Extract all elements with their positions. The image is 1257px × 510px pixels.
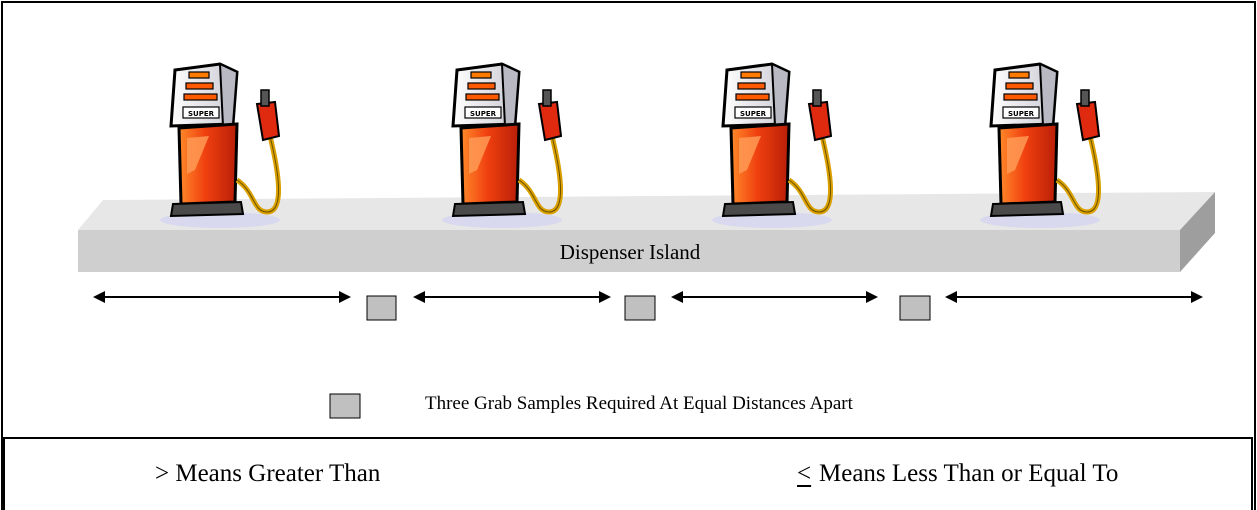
pump-sign-label: SUPER xyxy=(188,110,215,118)
pump-sign-label: SUPER xyxy=(470,110,497,118)
distance-arrow xyxy=(671,291,878,303)
grab-sample-marker xyxy=(366,295,397,321)
legend-sample-marker xyxy=(329,393,361,419)
distance-arrow xyxy=(93,291,351,303)
pump-sign-label: SUPER xyxy=(740,110,767,118)
distance-arrow xyxy=(413,291,611,303)
pump-sign-label: SUPER xyxy=(1008,110,1035,118)
greater-than-key: > Means Greater Than xyxy=(155,460,380,488)
grab-sample-marker xyxy=(624,295,656,321)
less-equal-text: Means Less Than or Equal To xyxy=(819,460,1119,487)
dispenser-island xyxy=(78,192,1215,272)
greater-than-text: Means Greater Than xyxy=(175,460,381,487)
less-equal-key: < Means Less Than or Equal To xyxy=(797,460,1118,488)
grab-sample-marker xyxy=(899,295,931,321)
greater-than-symbol: > xyxy=(155,460,170,487)
symbol-key-box xyxy=(3,437,1253,510)
legend-text: Three Grab Samples Required At Equal Dis… xyxy=(425,393,853,414)
dispenser-island-label: Dispenser Island xyxy=(559,240,701,264)
distance-arrow xyxy=(945,291,1203,303)
less-equal-symbol: < xyxy=(797,460,812,487)
